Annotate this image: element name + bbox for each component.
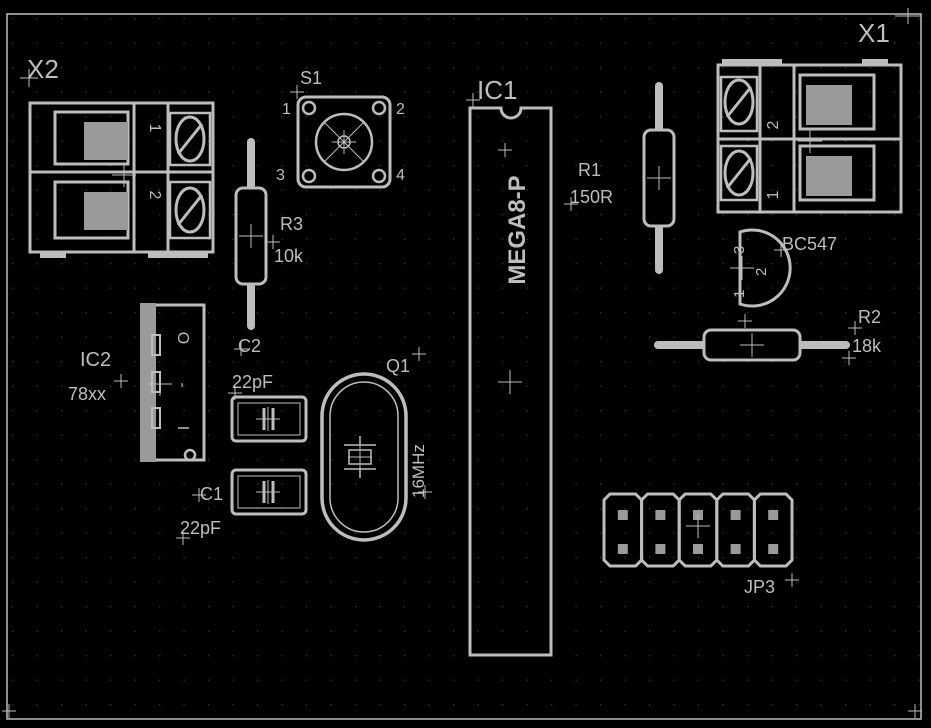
pin-label: 1 (146, 124, 163, 133)
capacitor-c1[interactable] (230, 468, 308, 516)
header-pin (617, 510, 628, 520)
header-cell (602, 492, 644, 568)
ic1-mega8[interactable]: MEGA8-P (468, 106, 553, 657)
header-jp3[interactable] (602, 492, 794, 568)
ref-label-s1: S1 (300, 68, 322, 88)
ref-label-r2: R2 (858, 307, 881, 327)
screw-icon (174, 115, 206, 163)
pin-label: I (174, 426, 191, 430)
pin-label: 2 (753, 268, 770, 276)
pin-label: O (174, 332, 191, 344)
pin-label: 2 (396, 101, 405, 118)
header-pin (768, 510, 779, 520)
switch-s1[interactable]: 1 2 3 4 (276, 95, 405, 189)
pin-label: - (174, 382, 191, 387)
value-label-c1: 22pF (180, 518, 221, 538)
regulator-ic2[interactable]: O - I (140, 303, 206, 462)
header-pin (730, 510, 741, 520)
pin-label: 3 (731, 246, 748, 254)
board-outline (6, 13, 922, 720)
value-label-r3: 10k (274, 246, 304, 266)
pad (84, 192, 128, 230)
origin-cross-top (895, 8, 921, 24)
ref-label-r1: R1 (578, 160, 601, 180)
header-pin (655, 544, 666, 554)
header-pin (617, 544, 628, 554)
header-pin (768, 544, 779, 554)
ref-label-c1: C1 (200, 484, 223, 504)
screw-icon (723, 149, 755, 197)
ref-label-x2: X2 (27, 54, 59, 84)
ref-label-x1: X1 (858, 18, 890, 48)
header-cell (752, 492, 794, 568)
value-label-transistor: BC547 (782, 234, 837, 254)
origin-cross (686, 514, 710, 538)
header-pin (730, 544, 741, 554)
terminal-block-x2[interactable]: 1 2 (28, 101, 215, 258)
pin-label: 1 (282, 101, 291, 118)
pin-label: 2 (765, 120, 782, 129)
ref-label-r3: R3 (280, 214, 303, 234)
pad (806, 85, 852, 125)
origin-cross-bottom-right (908, 704, 922, 718)
capacitor-c2[interactable] (230, 395, 308, 443)
header-pin (693, 544, 703, 554)
ref-label-jp3: JP3 (744, 577, 775, 597)
crystal-q1[interactable]: 16MHz (320, 372, 428, 542)
resistor-r3[interactable] (234, 138, 268, 330)
ref-label-q1: Q1 (386, 356, 410, 376)
transistor-bc547[interactable]: 1 2 3 (730, 228, 792, 308)
ref-label-ic2: IC2 (80, 349, 111, 371)
value-label-q1: 16MHz (409, 444, 428, 498)
ref-label-ic1: IC1 (477, 75, 517, 105)
pad (84, 122, 128, 160)
value-label-ic2: 78xx (68, 384, 106, 404)
pin-label: 1 (731, 290, 748, 298)
pin-label: 2 (146, 191, 163, 200)
header-pin (655, 510, 666, 520)
ref-label-c2: C2 (238, 336, 261, 356)
pin-label: 3 (276, 167, 285, 184)
origin-cross-bottom-left (2, 704, 16, 718)
value-label-r2: 18k (852, 336, 882, 356)
screw-icon (723, 78, 755, 126)
pad (806, 156, 852, 196)
header-cell (677, 492, 719, 568)
resistor-r1[interactable] (642, 82, 676, 274)
value-label-c2: 22pF (232, 372, 273, 392)
value-label-r1: 150R (570, 187, 613, 207)
pin-label: 1 (765, 190, 782, 199)
ic1-value-label: MEGA8-P (504, 175, 531, 284)
header-cell (640, 492, 681, 568)
terminal-block-x1[interactable]: 2 1 (716, 59, 903, 214)
screw-icon (174, 186, 206, 234)
resistor-r2[interactable] (654, 314, 850, 362)
header-cell (715, 492, 756, 568)
pin-label: 4 (396, 167, 405, 184)
